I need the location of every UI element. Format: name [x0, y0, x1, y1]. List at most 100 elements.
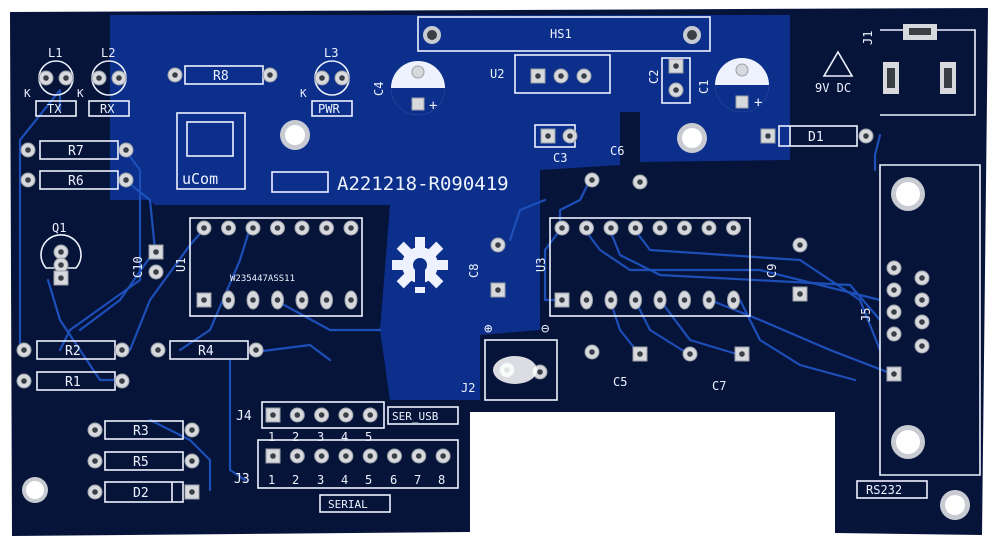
- pad: [16, 373, 32, 389]
- u3-pin: [702, 290, 716, 310]
- pad: [576, 68, 592, 84]
- u1-pin: [246, 290, 260, 310]
- label-tx: TX: [47, 102, 62, 116]
- u3-pin: [727, 290, 740, 310]
- label-l2: L2: [101, 46, 115, 60]
- label-j5: J5: [859, 308, 873, 322]
- pad: [114, 373, 130, 389]
- j4-pin: [314, 407, 330, 423]
- label-ucom: uCom: [182, 170, 218, 188]
- pad: [118, 142, 134, 158]
- pad: [148, 244, 164, 260]
- u1-pin: [270, 220, 285, 236]
- pad: [584, 344, 600, 360]
- label-c6: C6: [610, 144, 624, 158]
- label-c4: C4: [372, 82, 386, 96]
- label-c8: C8: [467, 264, 481, 278]
- pad: [184, 422, 200, 438]
- pad: [184, 484, 200, 500]
- label-pos: ⊕: [484, 321, 493, 337]
- pad: [632, 174, 648, 190]
- pad: [792, 286, 808, 302]
- label-q1: Q1: [52, 221, 66, 235]
- pad: [148, 264, 164, 280]
- label-k-l1: K: [24, 87, 31, 100]
- j3-pin-3: 3: [317, 473, 324, 487]
- label-ser-usb: SER_USB: [392, 410, 439, 423]
- j3-pin: [387, 448, 402, 464]
- pad: [886, 260, 902, 276]
- label-revision: A221218-R090419: [337, 173, 509, 195]
- j3-pin-2: 2: [292, 473, 299, 487]
- u3-pin: [678, 290, 691, 310]
- pad: [540, 128, 556, 144]
- pad: [886, 366, 902, 382]
- pad: [858, 128, 874, 144]
- label-u2: U2: [490, 67, 504, 81]
- pad: [334, 70, 350, 86]
- pad: [184, 453, 200, 469]
- pad: [118, 172, 134, 188]
- label-r2: R2: [65, 344, 81, 359]
- label-k-l3: K: [300, 87, 307, 100]
- label-r6: R6: [68, 174, 84, 189]
- pad: [490, 282, 506, 298]
- u1-pin: [295, 290, 309, 310]
- pad: [38, 70, 54, 86]
- u1-pin: [294, 220, 310, 236]
- pad: [914, 292, 930, 308]
- j3-pin: [435, 448, 451, 464]
- label-c5: C5: [613, 375, 627, 389]
- label-c4-plus: +: [429, 98, 437, 114]
- u3-pin: [652, 220, 668, 236]
- u3-pin: [628, 220, 643, 236]
- pad: [792, 237, 808, 253]
- light-glare: [493, 356, 537, 384]
- j3-pin: [265, 448, 281, 464]
- label-rx: RX: [100, 102, 115, 116]
- label-j2: J2: [461, 381, 475, 395]
- u3-pin: [629, 290, 642, 310]
- label-r1: R1: [65, 375, 81, 390]
- j3-pin-7: 7: [414, 473, 421, 487]
- label-serial: SERIAL: [328, 498, 368, 511]
- pad: [886, 304, 902, 320]
- pad: [58, 70, 74, 86]
- label-j4: J4: [236, 409, 252, 424]
- copper-pour-main: [110, 15, 790, 400]
- label-r8: R8: [213, 69, 229, 84]
- label-r7: R7: [68, 144, 84, 159]
- pad: [314, 70, 330, 86]
- pad: [53, 270, 69, 286]
- label-j1: J1: [861, 31, 875, 45]
- u1-pin: [221, 220, 236, 236]
- pad: [53, 257, 69, 273]
- label-l3: L3: [324, 46, 338, 60]
- u3-pin: [580, 290, 593, 310]
- label-l1: L1: [48, 46, 62, 60]
- label-k-l2: K: [77, 87, 84, 100]
- u1-pin: [196, 220, 212, 236]
- pad: [682, 346, 698, 362]
- mounting-holes: [22, 26, 970, 520]
- u3-pin: [726, 220, 741, 236]
- pad: [20, 142, 36, 158]
- pad: [530, 68, 546, 84]
- label-pwr: PWR: [318, 102, 340, 116]
- j3-pin: [314, 448, 330, 464]
- label-u3: U3: [534, 258, 548, 272]
- pad: [248, 342, 264, 358]
- u1-pin: [196, 292, 212, 308]
- pad: [632, 346, 648, 362]
- j3-pin-5: 5: [365, 473, 372, 487]
- pad: [584, 172, 600, 188]
- u3-pin: [653, 290, 667, 310]
- pad: [91, 70, 107, 86]
- j4-pin-1: 1: [268, 430, 275, 444]
- u1-pin: [271, 290, 284, 310]
- capacitor-c1: [715, 58, 769, 112]
- dc-jack-j1: [883, 24, 956, 94]
- j3-pin: [411, 448, 427, 464]
- pad: [914, 338, 930, 354]
- label-power: 9V DC: [815, 81, 851, 95]
